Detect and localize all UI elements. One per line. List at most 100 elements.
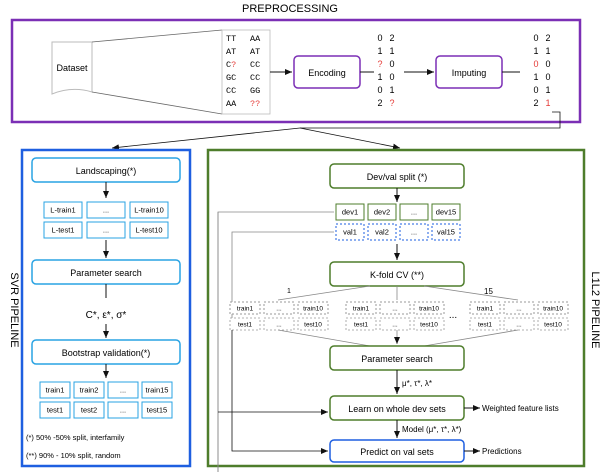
l-train-box: [43, 201, 83, 219]
fold-test-label: ...: [516, 322, 522, 329]
fold-fifteen-label: 15: [484, 287, 493, 296]
fold-test-label: test10: [304, 322, 322, 329]
fold-test-label: test1: [478, 322, 492, 329]
table-cell: 0: [533, 59, 538, 69]
table-cell: 0: [545, 72, 550, 82]
l-train-label: ...: [103, 206, 109, 215]
fold-train-label: train1: [237, 305, 254, 312]
table-cell: 1: [545, 46, 550, 56]
table-cell: 1: [545, 85, 550, 95]
table-cell: 0: [533, 85, 538, 95]
svr-test-label: test15: [147, 406, 167, 415]
imputing-label: Imputing: [452, 68, 487, 78]
fold-test-box: [297, 317, 329, 331]
table-cell: 1: [533, 72, 538, 82]
table-cell: 1: [389, 46, 394, 56]
table-cell: ?: [389, 98, 394, 108]
encoding-label: Encoding: [308, 68, 346, 78]
dev-box: [431, 203, 461, 221]
dev-box: [399, 203, 429, 221]
l-test-box: [43, 221, 83, 239]
landscaping-label: Landscaping(*): [76, 166, 137, 176]
svr-test-box: [39, 401, 71, 419]
table-cell: 0: [545, 59, 550, 69]
fold-test-label: test1: [354, 322, 368, 329]
predict-val-label: Predict on val sets: [360, 447, 434, 457]
val-box: [399, 223, 429, 241]
fold-test-label: ...: [276, 322, 282, 329]
svr-test-box: [107, 401, 139, 419]
fold-train-label: ...: [276, 305, 282, 312]
fold-test-label: ...: [392, 322, 398, 329]
l1l2-pipeline-label: L1L2 PIPELINE: [589, 271, 600, 348]
fold-test-box: [379, 317, 411, 331]
table-cell: ?: [377, 59, 382, 69]
l-test-row: L-test1...L-test10: [43, 221, 169, 239]
svr-test-label: test2: [81, 406, 97, 415]
svr-train-box: [141, 381, 173, 399]
svr-test-label: test1: [47, 406, 63, 415]
zoom-line-bottom: [91, 91, 223, 115]
val-box: [335, 223, 365, 241]
footnote-random: (**) 90% - 10% split, random: [26, 451, 121, 460]
svr-test-box: [141, 401, 173, 419]
sequence-row: AA??: [226, 99, 260, 109]
l-train-box: [129, 201, 169, 219]
fold-train-label: train1: [353, 305, 370, 312]
l-test-box: [129, 221, 169, 239]
svr-train-label: train1: [46, 386, 65, 395]
dataset-label: Dataset: [56, 63, 88, 73]
fold-ellipsis: ...: [449, 310, 457, 321]
svr-test-box: [73, 401, 105, 419]
l-test-box: [86, 221, 126, 239]
svr-train-label: train15: [146, 386, 169, 395]
zoom-line-top: [91, 29, 223, 43]
fold-test-box: [537, 317, 569, 331]
fold-train-box: [263, 301, 295, 315]
table-cell: 1: [377, 72, 382, 82]
table-cell: 0: [389, 59, 394, 69]
fold-test-box: [413, 317, 445, 331]
dev-label: dev2: [374, 208, 390, 217]
l-train-box: [86, 201, 126, 219]
weighted-feature-lists-label: Weighted feature lists: [482, 404, 559, 413]
table-cell: 2: [533, 98, 538, 108]
table-cell: 0: [377, 85, 382, 95]
svr-pipeline-label: SVR PIPELINE: [8, 272, 20, 347]
svr-train-box: [73, 381, 105, 399]
table-cell: 0: [377, 33, 382, 43]
dataset-document-icon: [51, 41, 93, 95]
sequence-row: C?CC: [226, 60, 260, 70]
fold-test-box: [345, 317, 377, 331]
svr-train-box: [39, 381, 71, 399]
val-label: val15: [437, 228, 455, 237]
fold-test-label: test10: [420, 322, 438, 329]
svr-train-label: ...: [120, 386, 126, 395]
table-cell: 2: [377, 98, 382, 108]
fold-train-box: [297, 301, 329, 315]
dev-box: [335, 203, 365, 221]
val-box: [431, 223, 461, 241]
l-train-label: L-train10: [134, 206, 164, 215]
dev-box: [367, 203, 397, 221]
table-cell: 0: [389, 72, 394, 82]
kfold-cv-label: K-fold CV (**): [370, 270, 424, 280]
fold-test-label: test10: [544, 322, 562, 329]
fold-train-box: [413, 301, 445, 315]
l-test-label: L-test1: [52, 226, 75, 235]
l-train-label: L-train1: [50, 206, 75, 215]
fold-one-label: 1: [287, 288, 291, 295]
fold-train-box: [379, 301, 411, 315]
svr-train-box: [107, 381, 139, 399]
fold-test-box: [469, 317, 501, 331]
